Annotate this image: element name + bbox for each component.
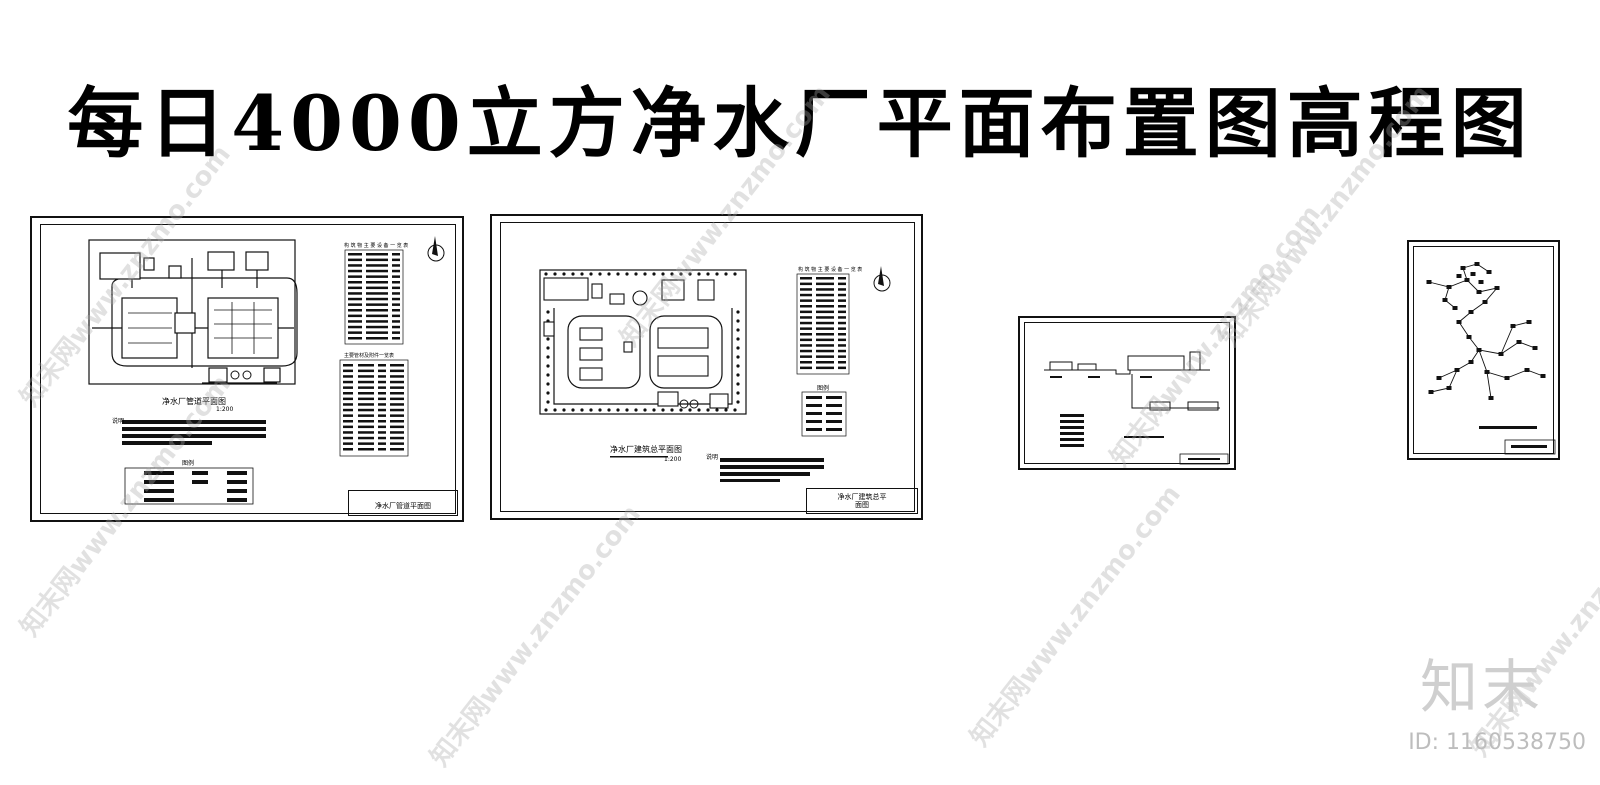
network-drawing [1426, 262, 1556, 455]
sheet-inner-frame [40, 224, 456, 514]
sheet-inner-frame [500, 222, 915, 512]
sheet-inner-frame [1413, 246, 1554, 454]
title-block-text: 净水厂管道平面图 [375, 502, 431, 510]
watermark-text: 知末网www.znzmo.com [424, 499, 647, 773]
sheet-scale: 1:200 [216, 406, 234, 413]
elevation-drawing [1044, 351, 1229, 465]
brand-logo: 知末 [1419, 653, 1544, 721]
title-block: 净水厂管道平面图 [348, 490, 458, 516]
legend-label: 图例 [182, 460, 195, 467]
notes-label: 说明 [706, 454, 719, 461]
drawing-sheet-site-plan[interactable]: 净水厂建筑总平面图 1:200 说明 图例 构 筑 物 主 要 设 备 一 览 … [490, 214, 923, 520]
sheet-caption: 净水厂建筑总平面图 [610, 445, 682, 454]
sheet-caption: 净水厂管道平面图 [162, 397, 226, 406]
pipe-plan-drawing [88, 236, 445, 505]
site-plan-drawing [539, 266, 891, 482]
title-block-text: 净水厂建筑总平 面图 [837, 493, 887, 509]
page-title: 每日4000立方净水厂平面布置图高程图 [67, 79, 1533, 168]
table1-title: 构 筑 物 主 要 设 备 一 览 表 [344, 243, 409, 249]
title-block: 净水厂建筑总平 面图 [806, 488, 918, 514]
drawing-sheet-pipe-plan[interactable]: 净水厂管道平面图 1:200 说明 图例 构 筑 物 主 要 设 备 一 览 表… [30, 216, 464, 522]
drawing-sheet-network[interactable] [1407, 240, 1560, 460]
table1-title: 构 筑 物 主 要 设 备 一 览 表 [798, 267, 863, 273]
image-id: ID: 1160538750 [1408, 730, 1586, 755]
table2-title: 主要管材及附件一览表 [344, 353, 395, 359]
sheet-scale: 1:200 [664, 456, 682, 463]
notes-label: 说明 [112, 418, 125, 425]
sheet-inner-frame [1024, 322, 1230, 464]
legend-label: 图例 [817, 385, 830, 392]
watermark-text: 知末网www.znzmo.com [964, 479, 1187, 753]
drawing-sheet-elevation[interactable] [1018, 316, 1236, 470]
